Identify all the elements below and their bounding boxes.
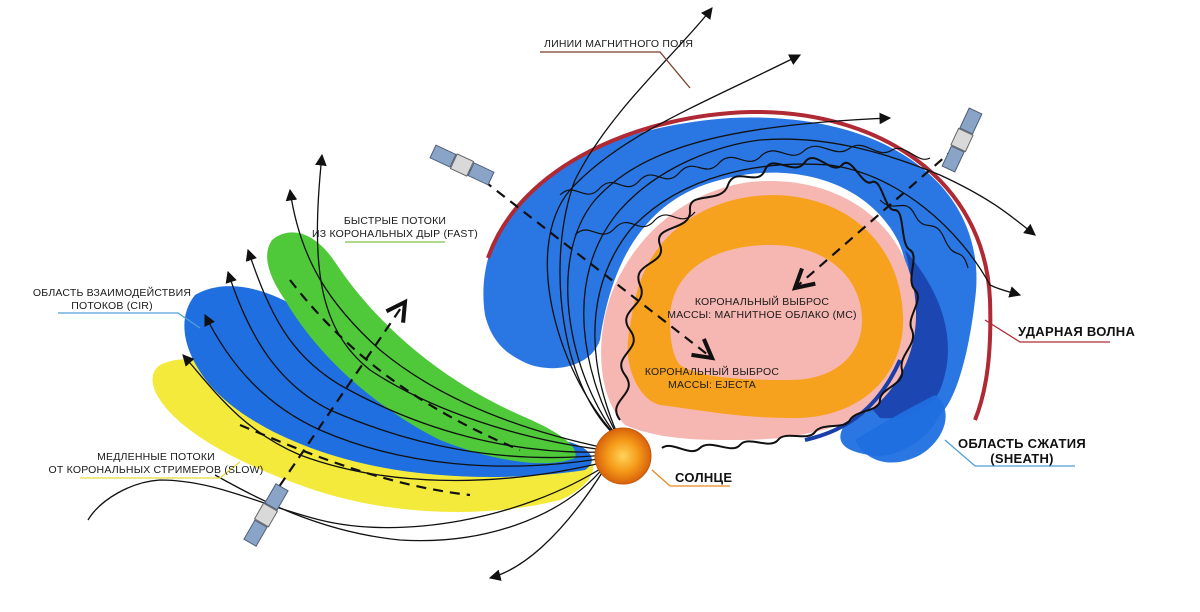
label-cir-line2: ПОТОКОВ (CIR): [71, 300, 153, 312]
sun-icon: [594, 427, 652, 485]
leader-slow: [80, 461, 241, 479]
leader-sheath: [944, 439, 1075, 467]
leader-shock: [984, 319, 1110, 343]
leader-cir: [58, 312, 201, 329]
label-sun: СОЛНЦЕ: [675, 470, 732, 485]
label-sheath-line1: ОБЛАСТЬ СЖАТИЯ: [958, 436, 1086, 451]
flux-rope-helix: [615, 157, 919, 453]
sat-path-left: [269, 302, 405, 501]
label-mc-line1: КОРОНАЛЬНЫЙ ВЫБРОС: [695, 295, 830, 308]
label-cir-line1: ОБЛАСТЬ ВЗАИМОДЕЙСТВИЯ: [33, 286, 191, 299]
label-sheath-line2: (SHEATH): [990, 451, 1054, 466]
label-ejecta-line2: МАССЫ: EJECTA: [668, 379, 756, 391]
label-ejecta-line1: КОРОНАЛЬНЫЙ ВЫБРОС: [645, 365, 780, 378]
label-mc-line2: МАССЫ: МАГНИТНОЕ ОБЛАКО (MC): [667, 309, 856, 321]
label-fast-line2: ИЗ КОРОНАЛЬНЫХ ДЫР (FAST): [312, 228, 478, 240]
stream-field-lines: [87, 153, 606, 581]
label-slow-line2: ОТ КОРОНАЛЬНЫХ СТРИМЕРОВ (SLOW): [49, 464, 264, 476]
sheath-region: [483, 117, 977, 456]
satellite-icon: [941, 107, 983, 173]
magnetic-cloud-ring: [627, 195, 904, 419]
label-slow-line1: МЕДЛЕННЫЕ ПОТОКИ: [97, 451, 215, 463]
label-shock: УДАРНАЯ ВОЛНА: [1018, 324, 1135, 339]
cme-field-lines: [546, 7, 1036, 441]
cir-dashed-boundary: [289, 279, 521, 452]
sheath-lower-lobe: [855, 395, 946, 463]
satellite-icon: [429, 144, 495, 186]
leader-sun: [651, 469, 730, 487]
label-field-lines: ЛИНИИ МАГНИТНОГО ПОЛЯ: [544, 38, 693, 50]
leader-field-lines: [540, 51, 691, 89]
sat-path-top: [469, 169, 712, 358]
shock-front: [486, 109, 993, 421]
satellite-icon: [243, 483, 289, 547]
label-fast-line1: БЫСТРЫЕ ПОТОКИ: [344, 215, 446, 227]
sat-path-right: [795, 147, 956, 288]
fast-stream-region: [267, 232, 576, 464]
